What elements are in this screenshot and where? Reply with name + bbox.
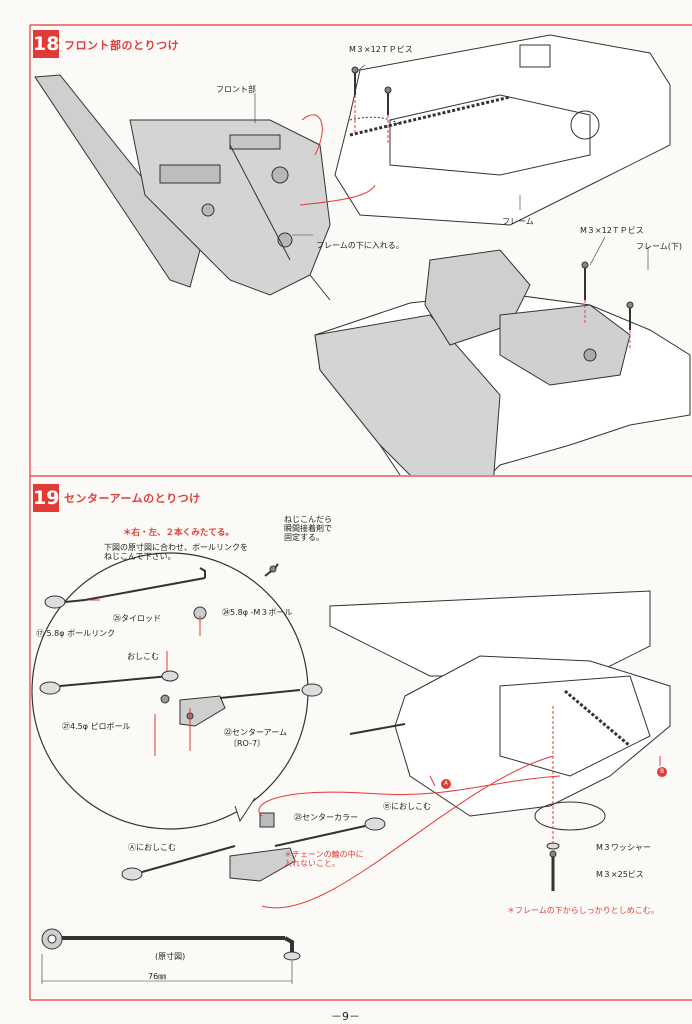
step-title-18: フロント部のとりつけ xyxy=(64,39,180,52)
front-assembly xyxy=(129,119,331,296)
main-frame xyxy=(334,34,671,226)
label-center-arm-code: 〔RO-7〕 xyxy=(229,739,266,748)
label-center-collar: ㉓センターカラー xyxy=(294,813,358,822)
fullsize-caption: (原寸図) xyxy=(155,952,186,961)
label-push-in: おしこむ xyxy=(127,652,159,661)
glue-note: ねじこんだら 瞬間接着剤で 固定する。 xyxy=(284,515,332,543)
label-under-frame: フレームの下に入れる。 xyxy=(316,241,404,250)
label-center-arm: ㉒センターアーム xyxy=(224,728,287,737)
page-number: －9－ xyxy=(331,1010,360,1023)
chain-note: ＊チェーンの輪の中に 入れないこと。 xyxy=(284,850,364,869)
instruction-text: 下図の原寸図に合わせ、ボールリンクを ねじこんで下さい。 xyxy=(104,543,248,562)
label-b-push: Ⓑにおしこむ xyxy=(383,802,431,811)
label-screw-25: M３×25ビス xyxy=(596,870,644,879)
step-title-19: センターアームのとりつけ xyxy=(64,492,201,505)
marker-b: B xyxy=(659,768,665,775)
detail-circle xyxy=(31,552,309,830)
chassis-frame xyxy=(394,655,671,817)
label-frame-lower: フレーム(下) xyxy=(636,242,683,251)
step-number-19: 19 xyxy=(33,484,59,512)
label-ball: ㉔5.8φ -M３ボール xyxy=(222,608,293,617)
front-bumper-plate xyxy=(34,74,201,288)
label-washer: M３ワッシャー xyxy=(596,843,651,852)
step19-illustration xyxy=(31,552,671,984)
label-frame: フレーム xyxy=(502,217,534,226)
step18-illustration xyxy=(34,34,691,475)
label-pillow-ball: ㉗4.5φ ピロボール xyxy=(62,722,131,731)
note-two-sets: ＊右・左、２本くみたてる。 xyxy=(123,528,234,538)
tighten-note: ＊フレームの下からしっかりとしめこむ。 xyxy=(507,906,659,915)
step-number-18: 18 xyxy=(33,30,59,58)
label-a-push: Ⓐにおしこむ xyxy=(128,843,176,852)
label-tie-rod: ㉕タイロッド xyxy=(113,614,161,623)
marker-a: A xyxy=(443,780,449,787)
label-screw-right: M３×12ＴＰビス xyxy=(580,226,644,235)
label-screw-top: M３×12ＴＰビス xyxy=(349,45,413,54)
label-front: フロント部 xyxy=(216,85,256,94)
fullsize-length: 76㎜ xyxy=(148,972,167,981)
label-ball-link: ⑰ 5.8φ ボールリンク xyxy=(36,629,116,638)
